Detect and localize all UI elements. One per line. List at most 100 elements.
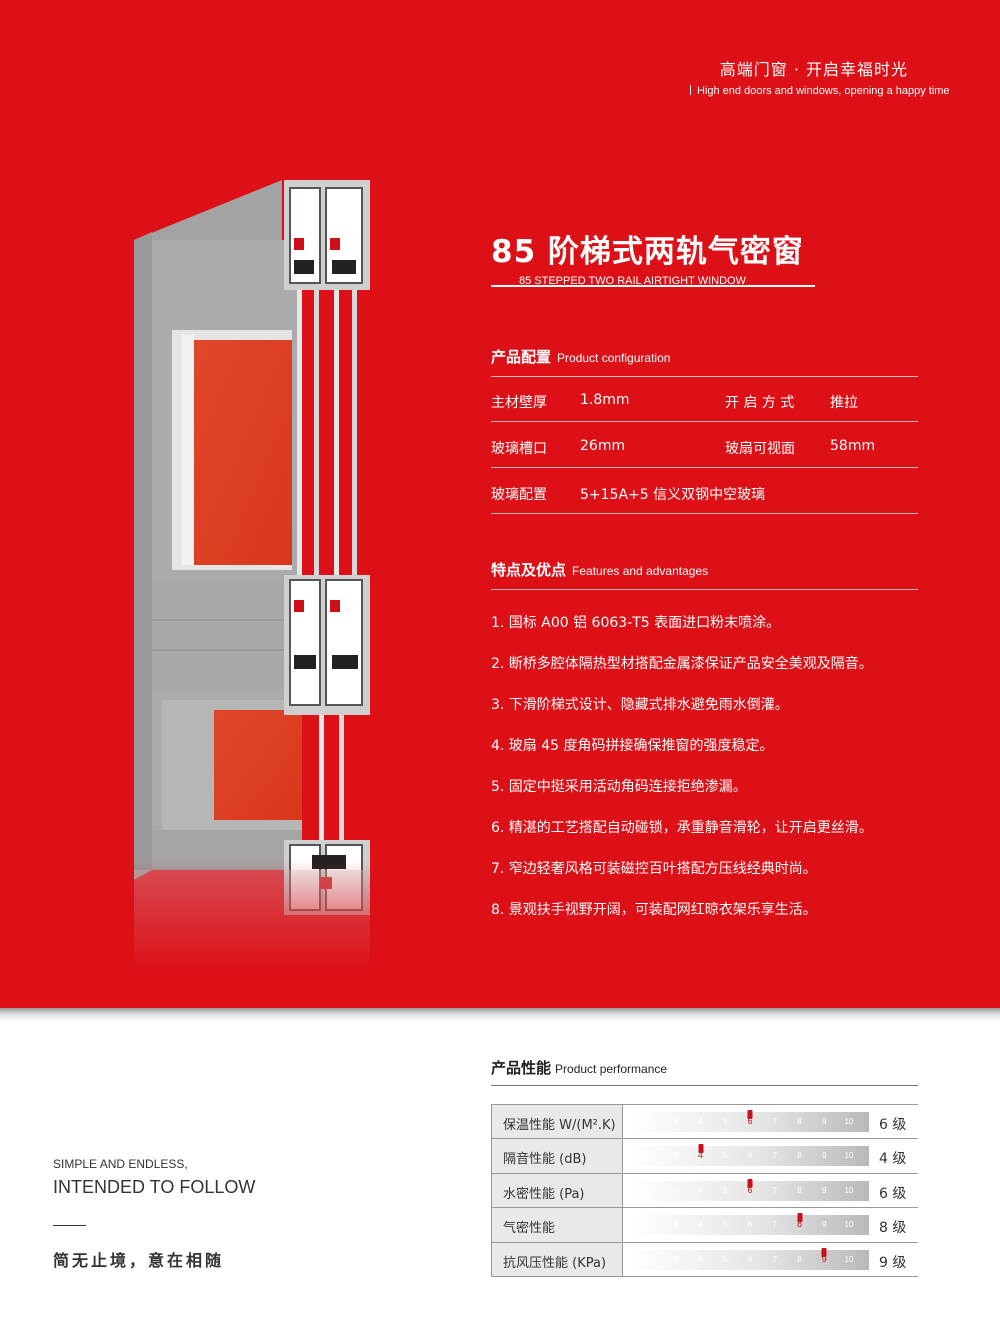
window-profile-illustration	[134, 180, 370, 972]
performance-label: 水密性能 (Pa)	[491, 1173, 623, 1208]
scale-tick: 7	[772, 1185, 777, 1195]
scale-tick: 9	[822, 1220, 827, 1230]
scale-tick: 4	[697, 1150, 704, 1161]
scale-tick: 7	[772, 1220, 777, 1230]
scale-tick: 5	[723, 1185, 728, 1195]
config-label: 玻扇可视面	[725, 441, 795, 457]
performance-grade: 4 级	[879, 1151, 907, 1168]
performance-grade: 6 级	[879, 1185, 907, 1202]
scale-tick: 9	[822, 1151, 827, 1161]
title-underline	[491, 285, 815, 287]
config-heading-cn: 产品配置	[491, 348, 552, 366]
scale-tick: 6	[747, 1220, 753, 1230]
scale-tick: 4	[698, 1117, 703, 1126]
scale-tick: 10	[844, 1254, 854, 1264]
level-marker	[821, 1247, 827, 1257]
scale-tick: 6	[747, 1184, 753, 1195]
level-marker	[747, 1178, 753, 1188]
bottom-slogan-en-2: INTENDED TO FOLLOW	[53, 1177, 256, 1197]
scale-tick: 2	[648, 1254, 654, 1264]
performance-grade: 6 级	[879, 1117, 907, 1133]
section-divider	[0, 1008, 1000, 1022]
scale-tick: 9	[822, 1185, 827, 1195]
performance-grade: 8 级	[879, 1220, 907, 1237]
feature-item: 3. 下滑阶梯式设计、隐藏式排水避免雨水倒灌。	[491, 697, 789, 713]
feature-item: 4. 玻扇 45 度角码拼接确保推窗的强度稳定。	[491, 738, 774, 754]
config-heading-en: Product configuration	[557, 351, 671, 365]
feature-item: 6. 精湛的工艺搭配自动碰锁，承重静音滑轮，让开启更丝滑。	[491, 820, 873, 836]
performance-scale-bar	[631, 1249, 869, 1270]
config-heading: 产品配置 Product configuration	[491, 346, 670, 367]
scale-tick: 6	[747, 1116, 753, 1126]
scale-tick: 3	[673, 1254, 678, 1264]
config-row: 主材壁厚 1.8mm 开 启 方 式 推拉	[491, 376, 918, 422]
performance-scale-ticks: 2 3 4 5 6 7 8 9 10	[631, 1247, 869, 1267]
scale-tick: 3	[673, 1220, 678, 1230]
bottom-slogan-cn: 简无止境，意在相随	[53, 1251, 225, 1270]
scale-tick: 10	[844, 1117, 854, 1126]
scale-tick: 7	[772, 1254, 777, 1264]
level-marker	[698, 1144, 703, 1154]
slogan-bar	[690, 85, 691, 95]
scale-tick: 2	[648, 1220, 654, 1230]
config-row: 玻璃配置 5+15A+5 信义双钢中空玻璃	[491, 468, 918, 514]
scale-tick: 8	[797, 1151, 802, 1161]
performance-heading-cn: 产品性能	[491, 1059, 552, 1077]
scale-tick: 8	[797, 1117, 802, 1126]
feature-item: 1. 国标 A00 铝 6063-T5 表面进口粉末喷涂。	[491, 615, 781, 631]
performance-scale-bar	[631, 1215, 869, 1236]
performance-scale-bar	[631, 1180, 869, 1201]
features-heading-en: Features and advantages	[572, 564, 709, 578]
scale-tick: 2	[648, 1185, 654, 1195]
scale-tick: 5	[723, 1254, 728, 1264]
slogan-en-text: High end doors and windows, opening a ha…	[697, 85, 950, 97]
performance-scale-bar	[631, 1112, 869, 1132]
config-label: 开 启 方 式	[725, 395, 795, 411]
scale-tick: 5	[723, 1151, 728, 1161]
feature-item: 2. 断桥多腔体隔热型材搭配金属漆保证产品安全美观及隔音。	[491, 656, 873, 672]
product-subtitle: 85 STEPPED TWO RAIL AIRTIGHT WINDOW	[519, 275, 746, 287]
performance-label: 保温性能 W/(M².K)	[491, 1105, 623, 1139]
scale-tick: 3	[673, 1185, 678, 1195]
scale-tick: 4	[698, 1220, 703, 1230]
scale-tick: 10	[844, 1220, 854, 1230]
config-value: 5+15A+5 信义双钢中空玻璃	[580, 487, 766, 503]
scale-tick: 8	[797, 1254, 802, 1264]
config-label: 玻璃配置	[491, 487, 547, 503]
feature-item: 7. 窄边轻奢风格可装磁控百叶搭配方压线经典时尚。	[491, 861, 817, 877]
performance-label: 气密性能	[491, 1208, 623, 1242]
config-value: 58mm	[830, 438, 876, 454]
config-value: 推拉	[830, 395, 858, 411]
scale-tick: 9	[821, 1253, 827, 1264]
scale-tick: 3	[673, 1117, 678, 1126]
config-label: 主材壁厚	[491, 395, 547, 411]
features-heading: 特点及优点 Features and advantages	[491, 559, 708, 580]
scale-tick: 2	[648, 1117, 654, 1126]
bottom-dash	[53, 1225, 86, 1226]
config-value: 1.8mm	[580, 392, 630, 408]
features-heading-cn: 特点及优点	[491, 561, 567, 579]
slogan-cn: 高端门窗 · 开启幸福时光	[719, 60, 908, 79]
feature-item: 8. 景观扶手视野开阔，可装配网红晾衣架乐享生活。	[491, 902, 817, 918]
performance-scale-bar	[631, 1146, 869, 1167]
performance-label: 隔音性能 (dB)	[491, 1139, 623, 1173]
product-title: 85 阶梯式两轨气密窗	[491, 234, 804, 270]
performance-heading-en: Product performance	[555, 1062, 668, 1076]
scale-tick: 6	[747, 1254, 753, 1264]
scale-tick: 6	[747, 1151, 753, 1161]
scale-tick: 9	[822, 1117, 827, 1126]
scale-tick: 7	[772, 1117, 777, 1126]
scale-tick: 4	[698, 1254, 703, 1264]
level-marker	[797, 1213, 802, 1223]
performance-label: 抗风压性能 (KPa)	[491, 1242, 623, 1276]
